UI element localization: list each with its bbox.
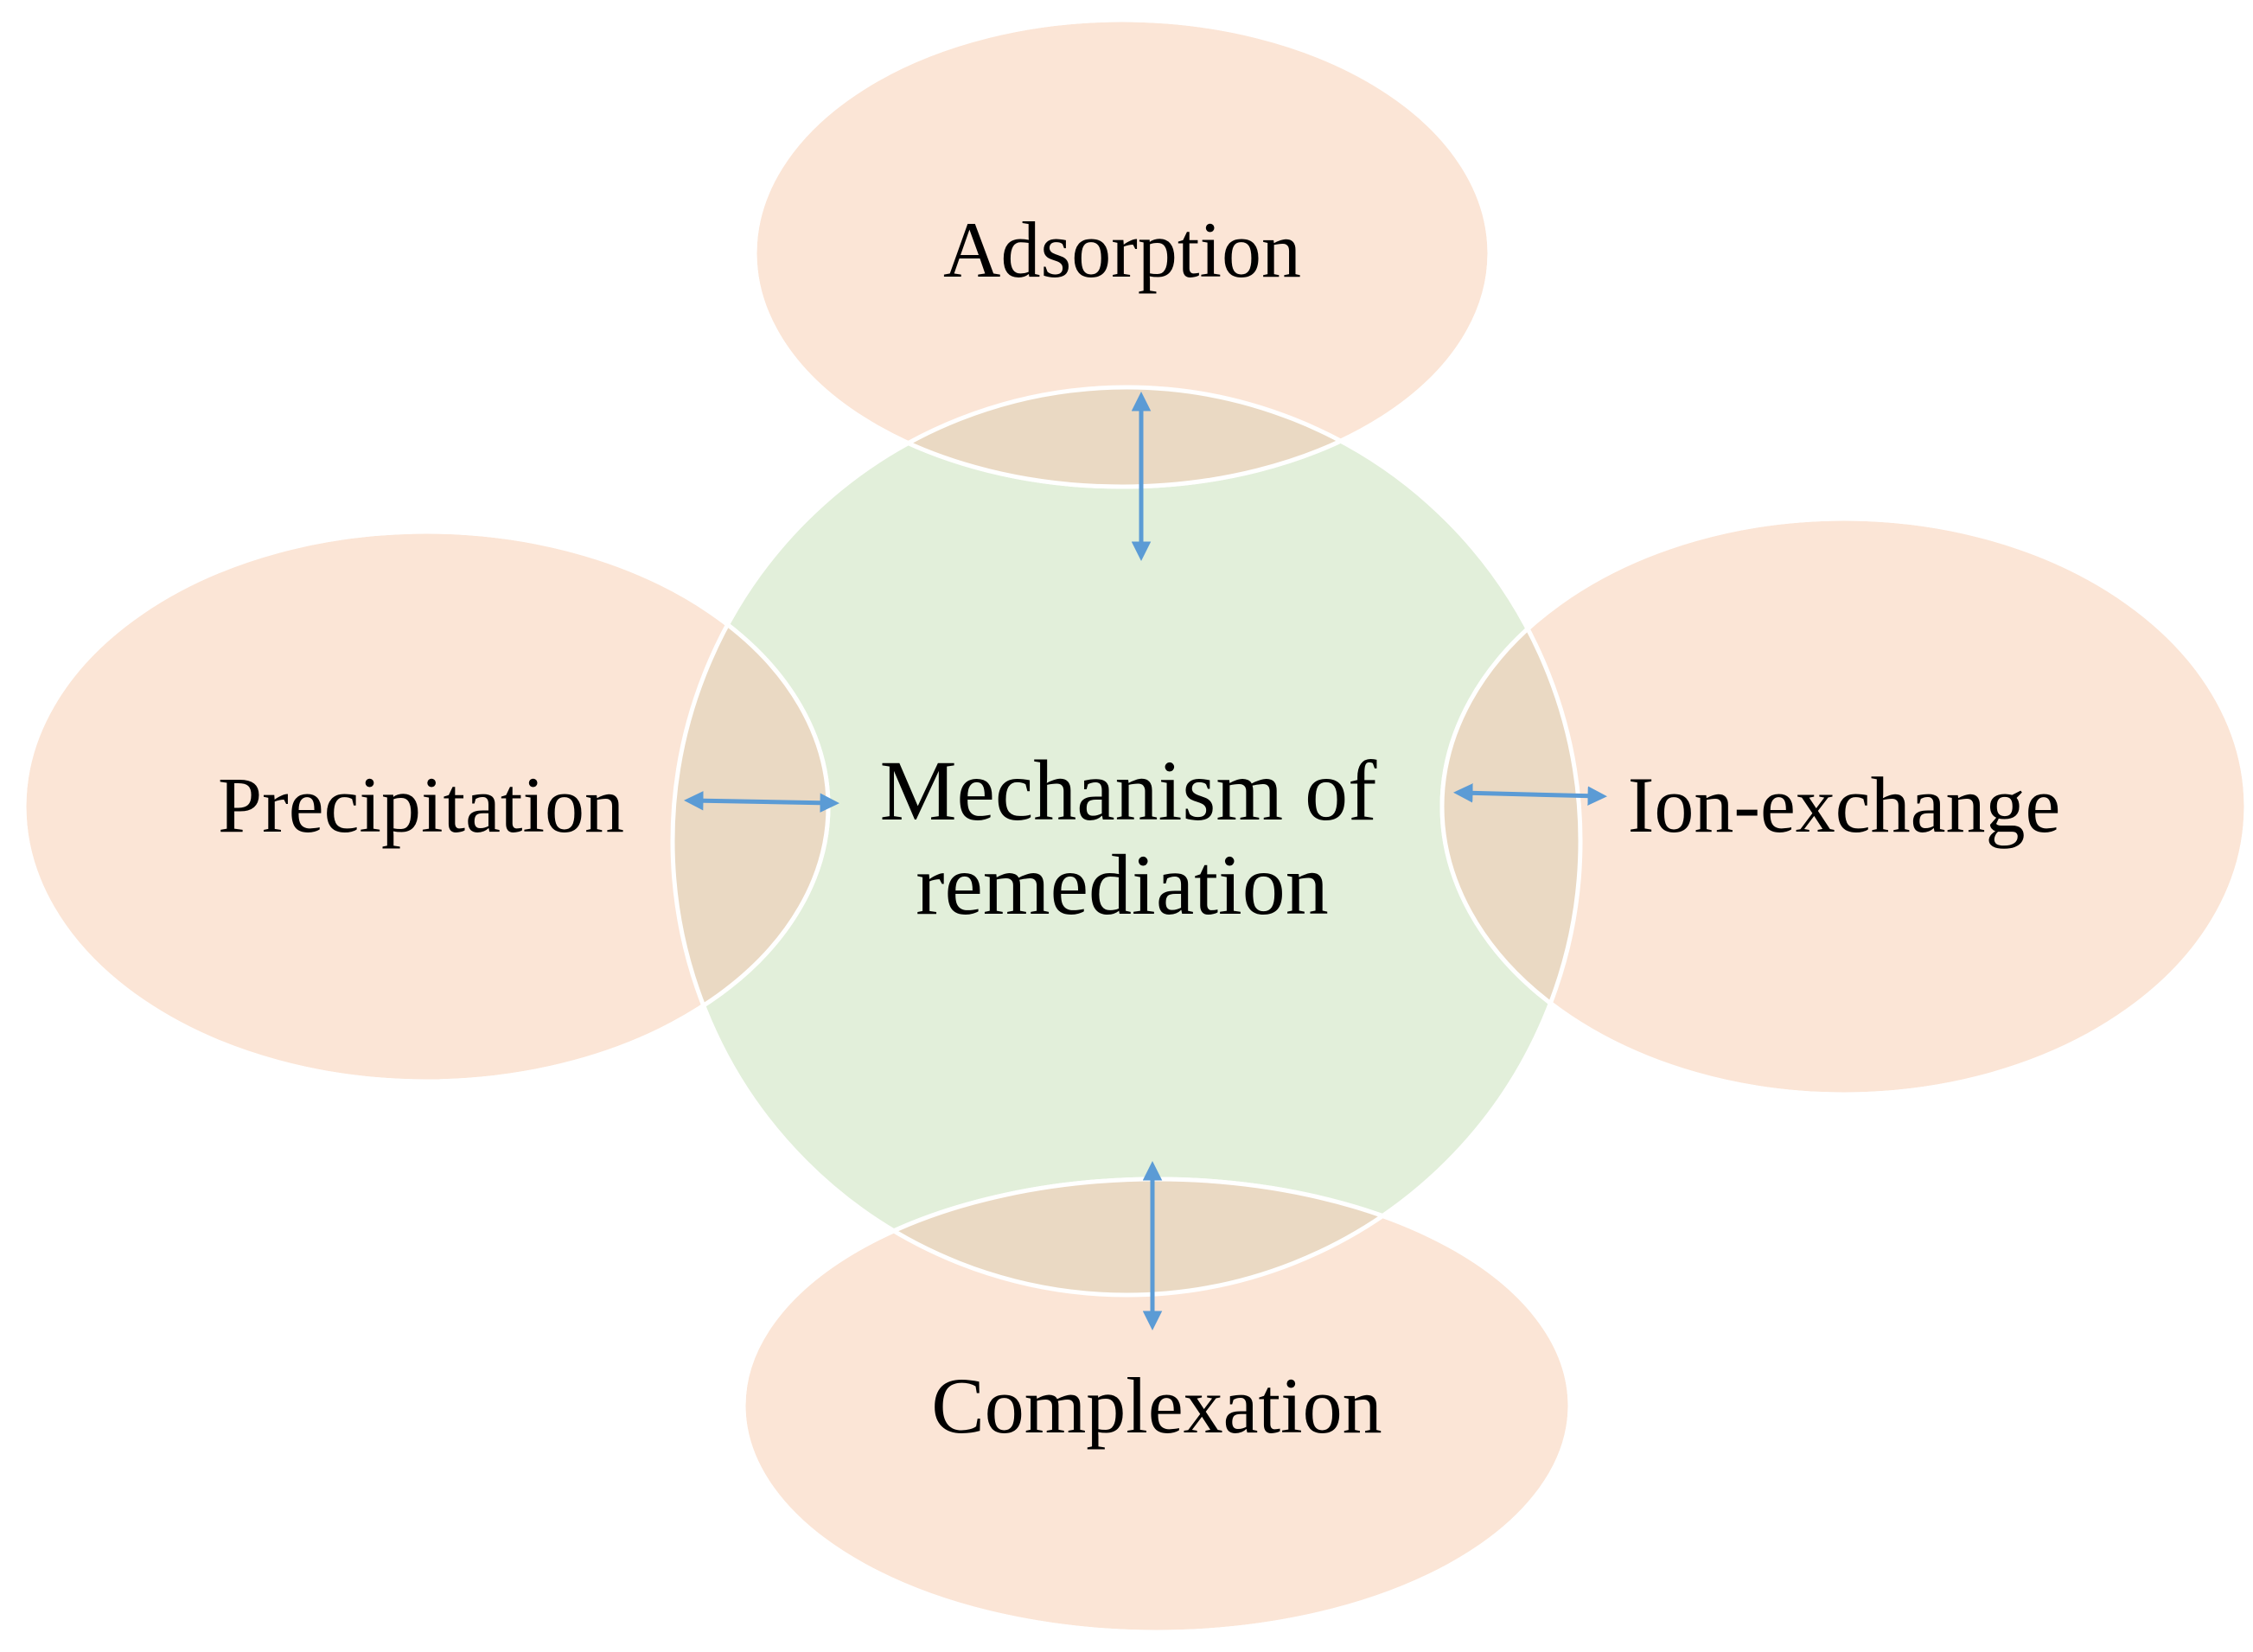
center-label-line1: Mechanism of [880, 743, 1378, 839]
node-bottom-label: Complexation [931, 1362, 1382, 1450]
outer-nodes [22, 17, 2249, 1635]
node-left-label: Precipitation [218, 761, 624, 849]
arrow-right [1453, 783, 1607, 806]
node-right-label: Ion-exchange [1628, 761, 2061, 849]
node-top-label: Adsorption [943, 206, 1301, 294]
center-label-line2: remediation [916, 837, 1329, 933]
arrows [684, 392, 1607, 1330]
arrow-left [684, 791, 839, 813]
